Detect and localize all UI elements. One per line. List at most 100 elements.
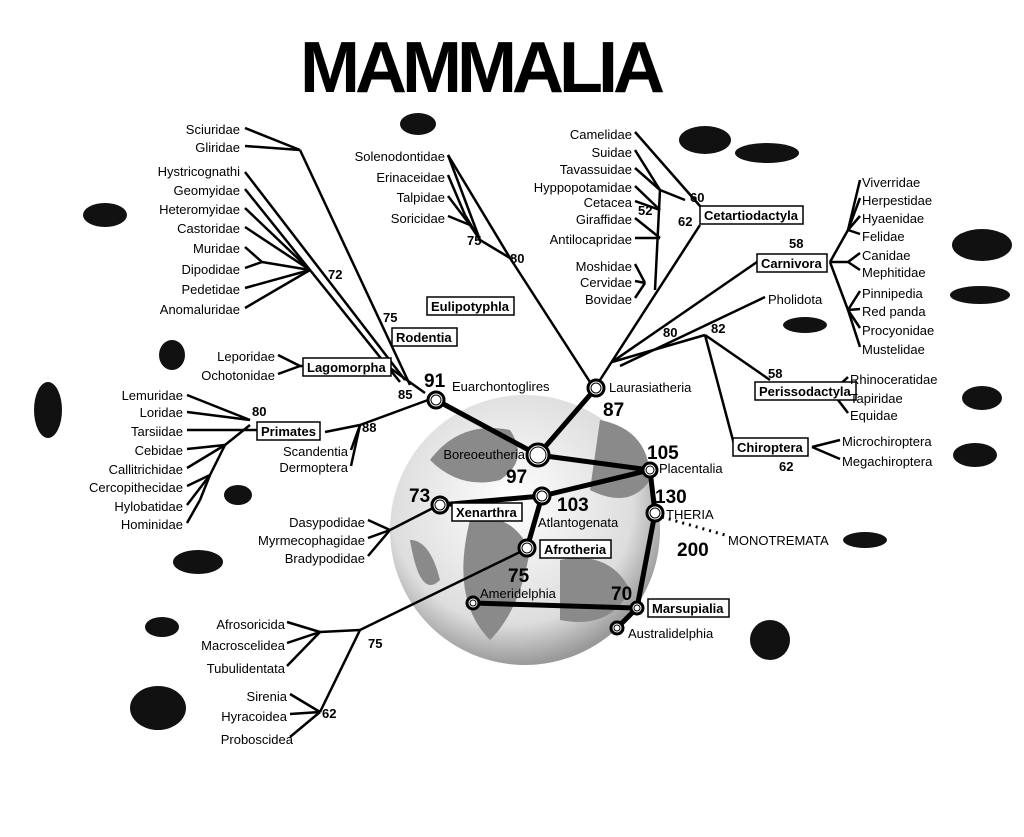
ages-theria-label: 130 (655, 487, 687, 508)
backbone-branch (537, 452, 651, 473)
leaves-soricidae-label: Soricidae (391, 211, 445, 226)
tree-branch (446, 154, 512, 259)
tree-branch (244, 144, 301, 152)
anteater-silhouette-icon (173, 550, 223, 574)
clade-node (629, 600, 645, 616)
tree-branch (318, 629, 362, 713)
tree-branch (289, 711, 321, 738)
leaves-hyracoidea-label: Hyracoidea (221, 709, 288, 724)
tree-branch (244, 171, 406, 381)
leaves-equidae-label: Equidae (850, 408, 898, 423)
leaves-red-panda-label: Red panda (862, 304, 926, 319)
group-label-eulipotyphla: Eulipotyphla (431, 299, 510, 314)
tree-branch (634, 131, 701, 207)
seal-silhouette-icon (950, 286, 1010, 304)
tree-branch (633, 282, 647, 299)
puma-silhouette-icon (952, 229, 1012, 261)
tree-branch (286, 620, 321, 634)
horse-silhouette-icon (962, 386, 1002, 410)
leaves-myrmecophagidae-label: Myrmecophagidae (258, 533, 365, 548)
support-laur82-label: 82 (711, 321, 725, 336)
group-box-marsupialia (647, 598, 730, 618)
tree-branch (653, 189, 662, 291)
support-afro75-label: 75 (368, 636, 382, 651)
tree-branch (611, 260, 758, 364)
ages-afrotheria-label: 75 (508, 566, 530, 587)
group-label-chiroptera: Chiroptera (737, 440, 804, 455)
tree-branch (359, 550, 521, 632)
tree-branch (447, 195, 471, 226)
tree-branch (244, 126, 301, 152)
ages-marsupialia-label: 70 (611, 584, 632, 605)
tree-branch (846, 290, 862, 311)
tree-branch (446, 174, 467, 216)
tree-branch (634, 199, 661, 212)
tree-branch (244, 225, 311, 272)
group-label-primates: Primates (261, 424, 316, 439)
leaves-herpestidae-label: Herpestidae (862, 193, 932, 208)
tree-branch (286, 630, 321, 645)
tree-branch (847, 228, 861, 236)
leaves-muridae-label: Muridae (193, 241, 240, 256)
leaves-loridae-label: Loridae (140, 405, 183, 420)
tree-branch (186, 410, 251, 422)
tree-branch (261, 260, 311, 272)
support-euarch85-label: 85 (398, 387, 412, 402)
leaves-dipodidae-label: Dipodidae (181, 262, 240, 277)
tree-branch (847, 252, 861, 263)
tree-branch (389, 505, 436, 532)
leaves-camelidae-label: Camelidae (570, 127, 632, 142)
tree-branch (186, 393, 251, 422)
leaves-gliridae-label: Gliridae (195, 140, 240, 155)
leaves-viverridae-label: Viverridae (862, 175, 920, 190)
tree-branch (447, 214, 471, 227)
backbone-branch (536, 386, 598, 457)
group-label-perissodactyla: Perissodactyla (759, 384, 852, 399)
leaves-cebidae-label: Cebidae (135, 443, 183, 458)
leaves-proboscidea-label: Proboscidea (221, 732, 294, 747)
tree-branch (828, 229, 850, 263)
group-box-primates (256, 421, 321, 441)
tree-branch (186, 443, 226, 470)
tree-branch (847, 260, 861, 272)
clades-placentalia-label: Placentalia (659, 461, 723, 476)
tree-branch (286, 631, 321, 667)
tree-branch (389, 366, 426, 395)
tree-branch (186, 474, 211, 506)
tree-branch (704, 333, 771, 382)
tree-branch (634, 217, 661, 239)
leaves-anomaluridae-label: Anomaluridae (160, 302, 240, 317)
tree-branch (703, 334, 737, 449)
group-box-afrotheria (539, 539, 612, 559)
leaves-felidae-label: Felidae (862, 229, 905, 244)
tree-branch (634, 167, 661, 191)
tree-branch (244, 268, 311, 310)
support-chir62-label: 62 (779, 459, 793, 474)
tree-branch (367, 518, 391, 532)
tree-branch (367, 528, 391, 540)
group-label-carnivora: Carnivora (761, 256, 822, 271)
group-box-rodentia (391, 327, 458, 347)
tree-branch (659, 188, 686, 202)
group-label-xenarthra: Xenarthra (456, 505, 517, 520)
tree-branch (277, 353, 301, 368)
leaves-antilocapridae-label: Antilocapridae (550, 232, 632, 247)
ages-atlantogenata-label: 103 (557, 495, 589, 516)
tree-branch (208, 444, 227, 476)
leaves-leporidae-label: Leporidae (217, 349, 275, 364)
group-box-xenarthra (451, 502, 523, 522)
leaves-erinaceidae-label: Erinaceidae (376, 170, 445, 185)
tree-branch (847, 215, 861, 231)
tree-branch (244, 188, 311, 271)
support-cet60-label: 60 (690, 190, 704, 205)
leaves-hylobatidae-label: Hylobatidae (114, 499, 183, 514)
rat-silhouette-icon (83, 203, 127, 227)
support-rodent72-label: 72 (328, 267, 342, 282)
tree-branch (846, 309, 862, 348)
clades-ameridelphia-label: Ameridelphia (480, 586, 557, 601)
group-box-perissodactyla (754, 381, 857, 401)
leaves-hyaenidae-label: Hyaenidae (862, 211, 924, 226)
clades-theria-label: THERIA (666, 507, 714, 522)
ages-laurasiatheria-label: 87 (603, 400, 624, 421)
group-box-carnivora (756, 253, 828, 273)
